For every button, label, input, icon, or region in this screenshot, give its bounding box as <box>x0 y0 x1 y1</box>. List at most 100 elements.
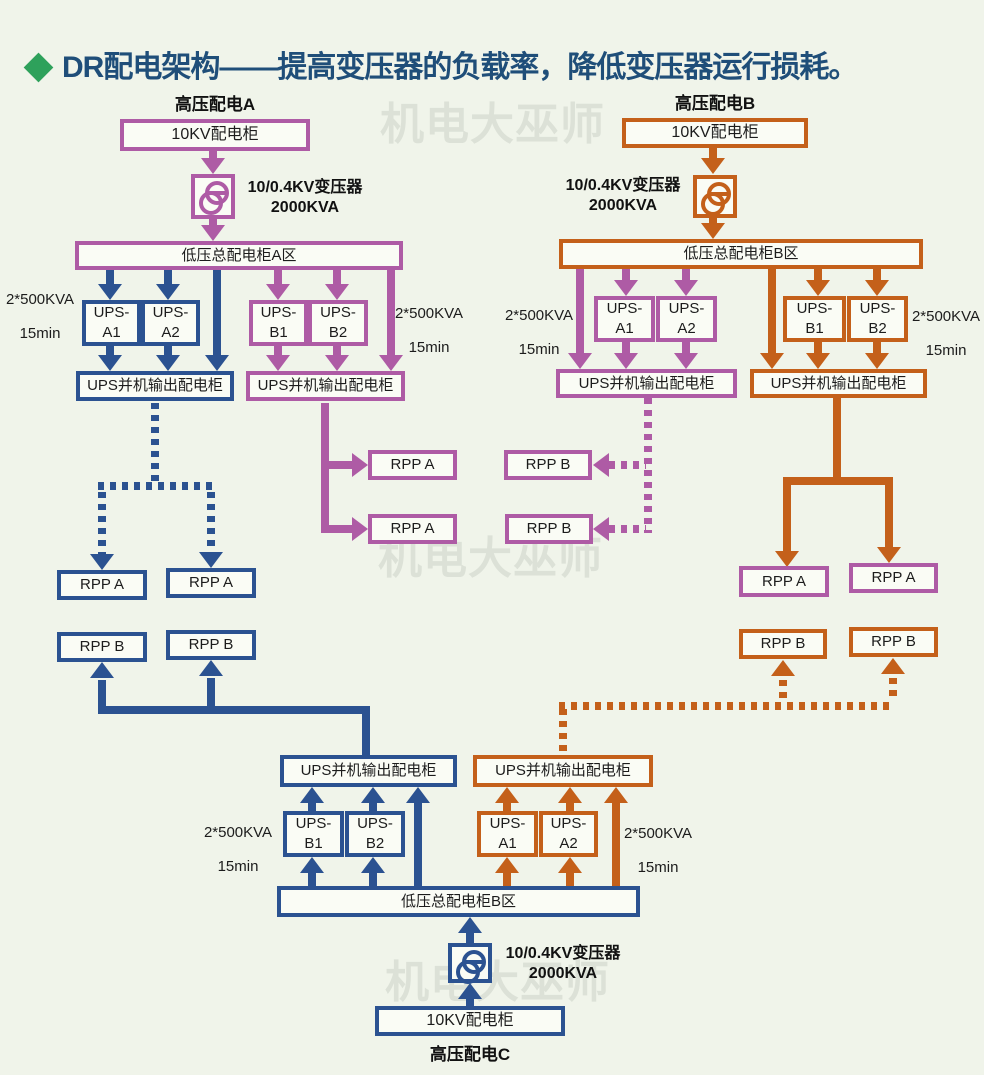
hv-a-ups-output-cabinet-blue-box: UPS并机输出配电柜 <box>76 371 234 401</box>
flow-arrowhead <box>361 857 385 873</box>
hv-a-transformer-label: 10/0.4KV变压器 2000KVA <box>247 179 363 216</box>
flow-line <box>333 346 341 357</box>
flow-line-dotted <box>609 525 646 533</box>
flow-line-dotted <box>779 680 787 702</box>
flow-line <box>387 270 395 357</box>
flow-arrowhead <box>406 787 430 803</box>
flow-line <box>209 151 217 161</box>
flow-arrowhead <box>775 551 799 567</box>
flow-arrowhead <box>495 787 519 803</box>
capacity-label: 2*500KVA 15min <box>504 307 574 358</box>
flow-arrowhead <box>379 355 403 371</box>
flow-line <box>209 219 217 227</box>
rpp-a-box: RPP A <box>368 450 457 480</box>
flow-arrowhead <box>806 353 830 369</box>
hv-a-ups-b1-box: UPS- B1 <box>249 300 308 346</box>
hv-b-ups-output-cabinet-magenta-box: UPS并机输出配电柜 <box>556 369 737 398</box>
hv-a-lv-bus-box: 低压总配电柜A区 <box>75 241 403 270</box>
rpp-b-box: RPP B <box>57 632 147 662</box>
flow-line <box>414 803 422 886</box>
flow-arrowhead <box>352 517 368 541</box>
rpp-b-box: RPP B <box>739 629 827 659</box>
flow-arrowhead <box>877 547 901 563</box>
flow-line <box>466 933 474 943</box>
flow-line-dotted <box>609 461 646 469</box>
hv-c-ups-a2-box: UPS- A2 <box>539 811 598 857</box>
hv-c-ups-output-cabinet-blue-box: UPS并机输出配电柜 <box>280 755 457 787</box>
flow-line-dotted <box>559 709 567 755</box>
hv-a-ups-b2-box: UPS- B2 <box>308 300 368 346</box>
flow-arrowhead <box>325 284 349 300</box>
hv-b-10kv-cabinet-box: 10KV配电柜 <box>622 118 808 148</box>
flow-line <box>814 269 822 282</box>
hv-b-ups-output-cabinet-orange-box: UPS并机输出配电柜 <box>750 369 927 398</box>
flow-arrowhead <box>701 223 725 239</box>
flow-arrowhead <box>90 554 114 570</box>
flow-arrowhead <box>865 353 889 369</box>
flow-line <box>466 999 474 1006</box>
flow-line <box>612 803 620 886</box>
hv-b-ups-b2-box: UPS- B2 <box>847 296 908 342</box>
flow-line <box>682 342 690 353</box>
hv-a-10kv-cabinet-box: 10KV配电柜 <box>120 119 310 151</box>
flow-line <box>503 803 511 811</box>
flow-arrowhead <box>760 353 784 369</box>
capacity-label: 2*500KVA 15min <box>394 305 464 356</box>
flow-line <box>308 873 316 886</box>
flow-arrowhead <box>266 355 290 371</box>
flow-arrowhead <box>352 453 368 477</box>
rpp-a-box: RPP A <box>57 570 147 600</box>
flow-line-dotted <box>98 482 212 490</box>
hv-c-10kv-cabinet-box: 10KV配电柜 <box>375 1006 565 1036</box>
page-title: DR配电架构——提高变压器的负载率，降低变压器运行损耗。 <box>62 51 858 84</box>
flow-arrowhead <box>614 353 638 369</box>
flow-arrowhead <box>558 857 582 873</box>
flow-arrowhead <box>881 658 905 674</box>
watermark-text: 机电大巫师 <box>385 958 610 1007</box>
flow-arrowhead <box>558 787 582 803</box>
hv-c-ups-b1-box: UPS- B1 <box>283 811 344 857</box>
flow-line <box>566 873 574 886</box>
hv-b-transformer-label: 10/0.4KV变压器 2000KVA <box>565 177 681 214</box>
flow-arrowhead <box>266 284 290 300</box>
hv-a-transformer-icon <box>191 174 235 219</box>
flow-line <box>622 342 630 353</box>
flow-line-dotted <box>889 678 897 702</box>
flow-line <box>164 270 172 286</box>
flow-line <box>98 680 106 706</box>
capacity-label: 2*500KVA 15min <box>203 824 273 875</box>
flow-line-dotted <box>207 492 215 552</box>
flow-arrowhead <box>98 355 122 371</box>
flow-line <box>308 803 316 811</box>
flow-line-dotted <box>644 398 652 533</box>
capacity-label: 2*500KVA 15min <box>911 308 981 359</box>
flow-arrowhead <box>98 284 122 300</box>
hv-c-lv-bus-box: 低压总配电柜B区 <box>277 886 640 917</box>
flow-line <box>369 873 377 886</box>
hv-a-ups-a1-box: UPS- A1 <box>82 300 141 346</box>
flow-line-dotted <box>151 403 159 482</box>
flow-line <box>622 269 630 282</box>
flow-arrowhead <box>205 355 229 371</box>
hv-b-ups-a1-box: UPS- A1 <box>594 296 655 342</box>
hv-c-ups-a1-box: UPS- A1 <box>477 811 538 857</box>
flow-line <box>369 803 377 811</box>
rpp-a-box: RPP A <box>849 563 938 593</box>
hv-c-ups-b2-box: UPS- B2 <box>345 811 405 857</box>
flow-arrowhead <box>806 280 830 296</box>
section-label-hv-a: 高压配电A <box>174 95 256 114</box>
flow-arrowhead <box>201 225 225 241</box>
hv-b-ups-b1-box: UPS- B1 <box>783 296 846 342</box>
flow-arrowhead <box>674 280 698 296</box>
rpp-b-box: RPP B <box>504 450 592 480</box>
diamond-bullet-icon <box>23 52 54 83</box>
rpp-a-box: RPP A <box>368 514 457 544</box>
flow-line <box>709 148 717 158</box>
flow-arrowhead <box>156 355 180 371</box>
flow-line <box>833 398 841 485</box>
flow-arrowhead <box>325 355 349 371</box>
hv-b-lv-bus-box: 低压总配电柜B区 <box>559 239 923 269</box>
hv-c-ups-output-cabinet-orange-box: UPS并机输出配电柜 <box>473 755 653 787</box>
rpp-a-box: RPP A <box>739 566 829 597</box>
flow-line <box>576 269 584 353</box>
